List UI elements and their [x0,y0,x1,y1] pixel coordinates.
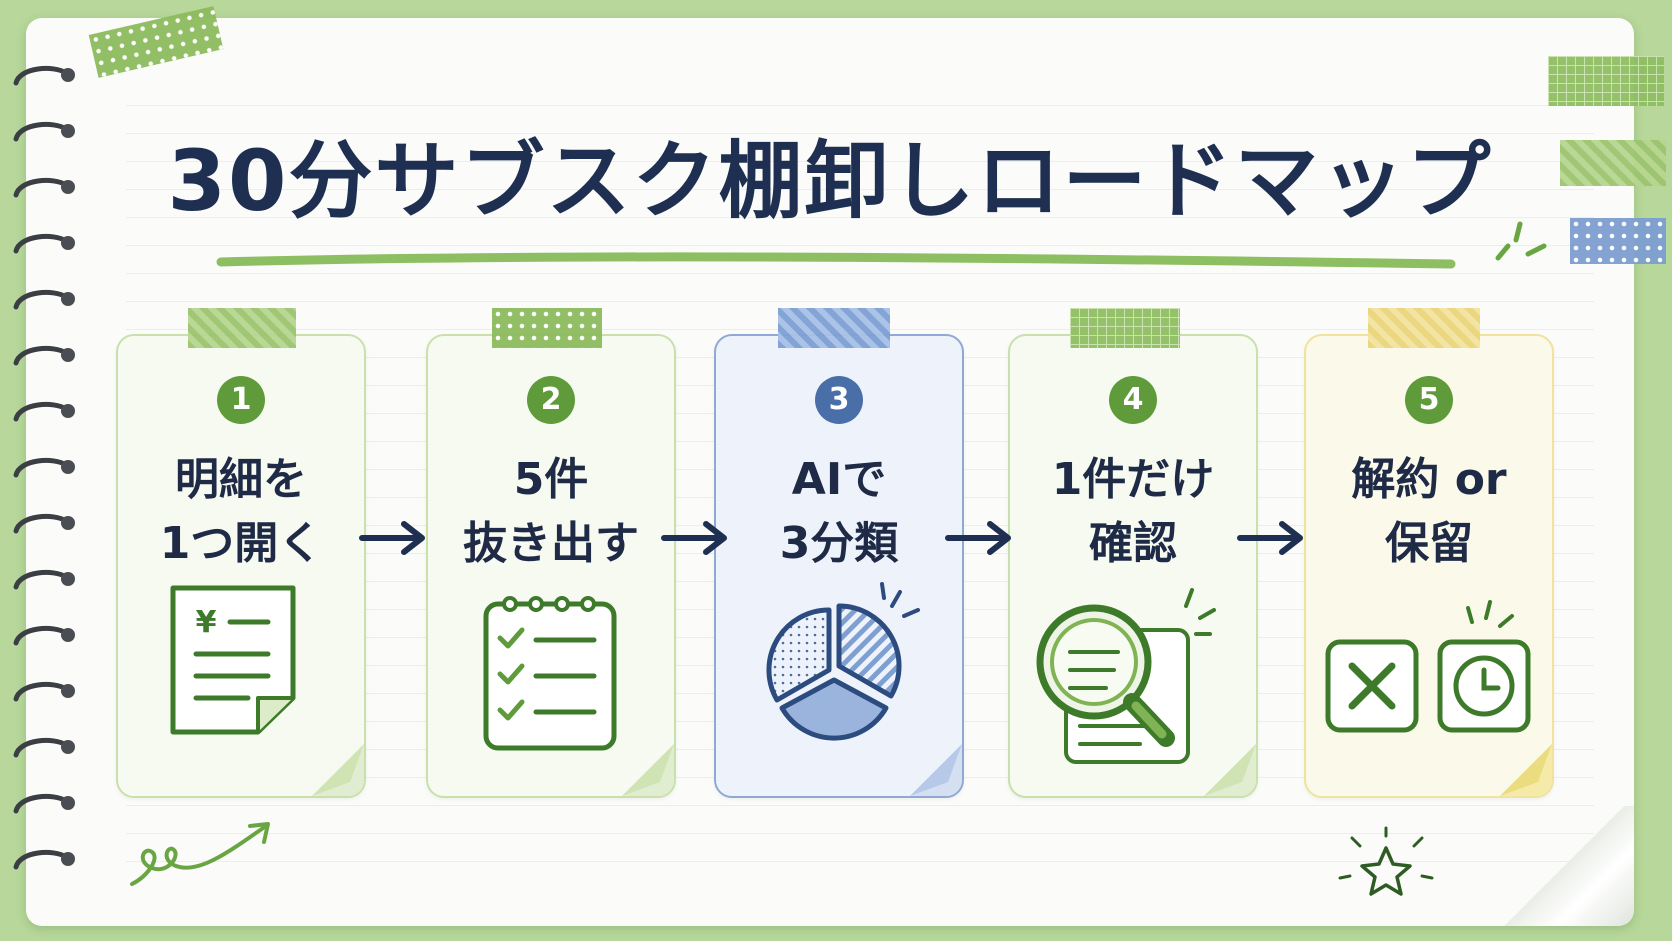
step-label: AIで 3分類 [779,454,899,569]
step-number-badge: 1 [217,376,265,424]
folded-corner [312,744,364,796]
folded-corner [910,744,962,796]
sparkle-icon [1495,221,1547,261]
arrow-right-icon [945,521,1011,555]
step-number-badge: 5 [1405,376,1453,424]
spiral-ring [13,233,69,254]
cancel-or-hold-icons [1325,600,1531,733]
spiral-hole [61,796,75,810]
spiral-ring [13,569,69,590]
washi-tape [492,308,602,348]
page-title: 30分サブスク棚卸しロードマップ [167,132,1493,230]
step-card-5: 5 解約 or 保留 [1304,334,1554,798]
spiral-ring [13,457,69,478]
folded-corner [1500,744,1552,796]
spiral-ring [13,625,69,646]
yen-sign: ¥ [196,605,217,640]
spiral-hole [61,404,75,418]
pie-chart-icon [766,582,920,741]
spiral-ring [13,65,69,86]
washi-tape [1570,218,1666,264]
spiral-hole [61,68,75,82]
spiral-ring [13,681,69,702]
spiral-ring [13,177,69,198]
spiral-binding [13,65,75,870]
step-card-2: 2 5件 抜き出す [426,334,676,798]
spiral-hole [61,572,75,586]
star-icon [1338,826,1434,896]
spiral-hole [61,180,75,194]
receipt-icon: ¥ [170,585,296,735]
washi-tape [1368,308,1480,348]
spiral-ring [13,289,69,310]
step-number-badge: 4 [1109,376,1157,424]
page-curl [1494,806,1634,926]
spiral-ring [13,345,69,366]
spiral-hole [61,516,75,530]
spiral-hole [61,740,75,754]
washi-tape [1548,56,1664,106]
spiral-ring [13,849,69,870]
folded-corner [1204,744,1256,796]
spiral-ring [13,513,69,534]
spiral-hole [61,348,75,362]
arrow-right-icon [359,521,425,555]
washi-tape [778,308,890,348]
spiral-ring [13,121,69,142]
washi-tape [1560,140,1666,186]
spiral-hole [61,628,75,642]
step-label: 1件だけ 確認 [1051,454,1215,569]
step-label: 明細を 1つ開く [159,454,323,569]
spiral-ring [13,401,69,422]
checklist-icon [483,596,617,751]
title-underline [216,252,1456,269]
spiral-hole [61,292,75,306]
washi-tape [1070,308,1180,348]
folded-corner [622,744,674,796]
step-number-badge: 2 [527,376,575,424]
spiral-hole [61,236,75,250]
spiral-ring [13,793,69,814]
step-label: 解約 or 保留 [1351,454,1507,569]
step-number-badge: 3 [815,376,863,424]
loop-arrow-doodle [130,822,270,886]
arrow-right-icon [1237,521,1303,555]
spiral-hole [61,460,75,474]
spiral-ring [13,737,69,758]
arrow-right-icon [661,521,727,555]
step-card-1: 1 明細を 1つ開く ¥ [116,334,366,798]
spiral-hole [61,124,75,138]
step-card-4: 4 1件だけ 確認 [1008,334,1258,798]
magnifier-icon [1036,588,1216,764]
step-label: 5件 抜き出す [463,454,639,569]
washi-tape [188,308,296,348]
spiral-hole [61,684,75,698]
spiral-hole [61,852,75,866]
step-card-3: 3 AIで 3分類 [714,334,964,798]
